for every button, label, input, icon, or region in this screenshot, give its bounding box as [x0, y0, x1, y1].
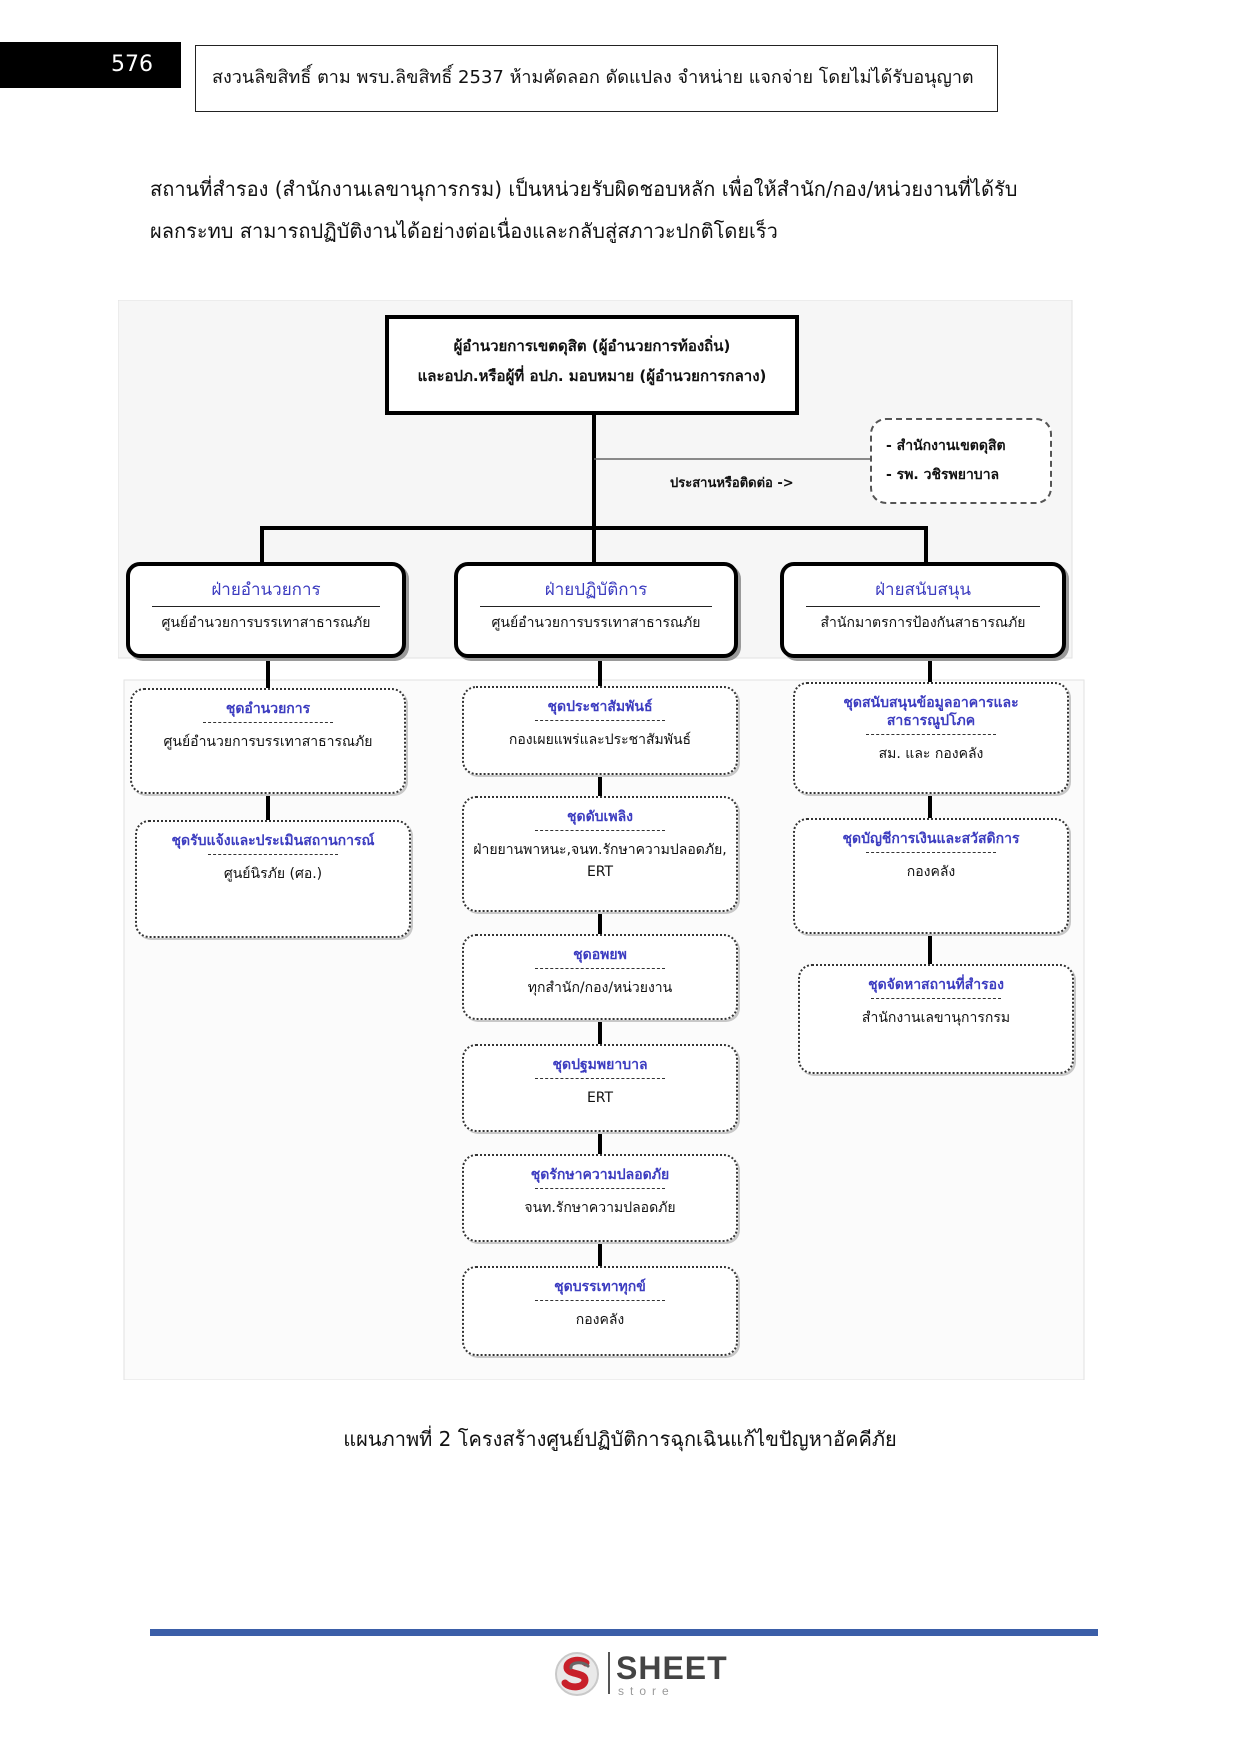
team-node: ชุดบรรเทาทุกข์ กองคลัง	[462, 1266, 738, 1356]
intro-paragraph: สถานที่สำรอง (สำนักงานเลขานุการกรม) เป็น…	[150, 168, 1070, 252]
team-node: ชุดดับเพลิง ฝ่ายยานพาหนะ,จนท.รักษาความปล…	[462, 796, 738, 912]
intro-line-1: สถานที่สำรอง (สำนักงานเลขานุการกรม) เป็น…	[150, 177, 1018, 201]
team-title: ชุดรักษาความปลอดภัย	[530, 1167, 670, 1183]
copyright-header: สงวนลิขสิทธิ์ ตาม พรบ.ลิขสิทธิ์ 2537 ห้า…	[195, 45, 998, 112]
logo-word: SHEET	[616, 1650, 728, 1686]
team-subtitle: ฝ่ายยานพาหนะ,จนท.รักษาความปลอดภัย, ERT	[473, 842, 727, 880]
coordination-label: ประสานหรือติดต่อ ->	[670, 476, 794, 491]
intro-line-2: ผลกระทบ สามารถปฏิบัติงานได้อย่างต่อเนื่อ…	[150, 219, 778, 243]
team-node: ชุดปฐมพยาบาล ERT	[462, 1044, 738, 1132]
department-subtitle: สำนักมาตรการป้องกันสาธารณภัย	[820, 615, 1026, 631]
team-node: ชุดจัดหาสถานที่สำรอง สำนักงานเลขานุการกร…	[798, 964, 1074, 1074]
team-subtitle: ทุกสำนัก/กอง/หน่วยงาน	[527, 980, 673, 996]
team-subtitle: กองคลัง	[575, 1312, 625, 1328]
divider	[865, 852, 997, 853]
team-node: ชุดรักษาความปลอดภัย จนท.รักษาความปลอดภัย	[462, 1154, 738, 1242]
team-node: ชุดบัญชีการเงินและสวัสดิการ กองคลัง	[793, 818, 1069, 934]
team-title: ชุดจัดหาสถานที่สำรอง	[868, 977, 1004, 993]
team-node: ชุดอำนวยการ ศูนย์อำนวยการบรรเทาสาธารณภัย	[130, 688, 406, 794]
team-title: ชุดอพยพ	[573, 947, 627, 963]
team-subtitle: สำนักงานเลขานุการกรม	[861, 1010, 1011, 1026]
team-node: ชุดประชาสัมพันธ์ กองเผยแพร่และประชาสัมพั…	[462, 686, 738, 775]
footer-rule	[150, 1629, 1098, 1636]
director-node: ผู้อำนวยการเขตดุสิต (ผู้อำนวยการท้องถิ่น…	[385, 315, 799, 415]
team-title: ชุดรับแจ้งและประเมินสถานการณ์	[171, 833, 375, 849]
team-subtitle: จนท.รักษาความปลอดภัย	[524, 1200, 676, 1216]
team-subtitle: ศูนย์นิรภัย (ศอ.)	[223, 866, 323, 882]
director-line-1: ผู้อำนวยการเขตดุสิต (ผู้อำนวยการท้องถิ่น…	[453, 337, 731, 355]
department-support: ฝ่ายสนับสนุน สำนักมาตรการป้องกันสาธารณภั…	[780, 562, 1066, 658]
figure-caption: แผนภาพที่ 2 โครงสร้างศูนย์ปฏิบัติการฉุกเ…	[343, 1427, 897, 1451]
external-agencies-node: - สำนักงานเขตดุสิต - รพ. วชิรพยาบาล	[870, 418, 1052, 504]
divider	[480, 606, 712, 607]
team-title: ชุดปฐมพยาบาล	[552, 1057, 648, 1073]
department-subtitle: ศูนย์อำนวยการบรรเทาสาธารณภัย	[491, 615, 701, 631]
divider	[534, 1188, 666, 1189]
team-node: ชุดสนับสนุนข้อมูลอาคารและสาธารณูปโภค สม.…	[793, 682, 1069, 794]
divider	[870, 998, 1002, 999]
team-subtitle: ERT	[586, 1090, 614, 1106]
divider	[151, 606, 381, 607]
department-title: ฝ่ายอำนวยการ	[211, 580, 321, 600]
sheet-s-icon	[555, 1652, 599, 1696]
external-line-1: - สำนักงานเขตดุสิต	[886, 438, 1006, 454]
logo-divider	[608, 1652, 610, 1694]
page-number: 576	[0, 42, 181, 88]
team-title: ชุดประชาสัมพันธ์	[547, 699, 653, 715]
divider	[534, 830, 666, 831]
team-title: ชุดอำนวยการ	[225, 701, 311, 717]
department-command: ฝ่ายอำนวยการ ศูนย์อำนวยการบรรเทาสาธารณภั…	[126, 562, 406, 658]
team-node: ชุดรับแจ้งและประเมินสถานการณ์ ศูนย์นิรภั…	[135, 820, 411, 938]
director-line-2: และอปภ.หรือผู้ที่ อปภ. มอบหมาย (ผู้อำนวย…	[417, 367, 767, 385]
team-subtitle: ศูนย์อำนวยการบรรเทาสาธารณภัย	[163, 734, 373, 750]
team-title: ชุดสนับสนุนข้อมูลอาคารและสาธารณูปโภค	[843, 695, 1019, 729]
team-subtitle: สม. และ กองคลัง	[878, 746, 984, 762]
department-subtitle: ศูนย์อำนวยการบรรเทาสาธารณภัย	[161, 615, 371, 631]
department-title: ฝ่ายปฏิบัติการ	[544, 580, 648, 600]
divider	[207, 854, 339, 855]
team-title: ชุดบรรเทาทุกข์	[554, 1279, 646, 1295]
team-title: ชุดดับเพลิง	[566, 809, 633, 825]
external-line-2: - รพ. วชิรพยาบาล	[886, 467, 1000, 483]
divider	[202, 722, 334, 723]
divider	[865, 734, 997, 735]
divider	[534, 1078, 666, 1079]
divider	[806, 606, 1040, 607]
team-node: ชุดอพยพ ทุกสำนัก/กอง/หน่วยงาน	[462, 934, 738, 1020]
department-operations: ฝ่ายปฏิบัติการ ศูนย์อำนวยการบรรเทาสาธารณ…	[454, 562, 738, 658]
divider	[534, 720, 666, 721]
logo-subword: store	[618, 1684, 675, 1698]
divider	[534, 1300, 666, 1301]
sheet-store-logo: SHEET store	[552, 1648, 732, 1700]
team-title: ชุดบัญชีการเงินและสวัสดิการ	[842, 831, 1020, 847]
department-title: ฝ่ายสนับสนุน	[875, 580, 971, 600]
divider	[534, 968, 666, 969]
team-subtitle: กองคลัง	[906, 864, 956, 880]
team-subtitle: กองเผยแพร่และประชาสัมพันธ์	[508, 732, 692, 748]
org-chart: ผู้อำนวยการเขตดุสิต (ผู้อำนวยการท้องถิ่น…	[118, 300, 1090, 1380]
